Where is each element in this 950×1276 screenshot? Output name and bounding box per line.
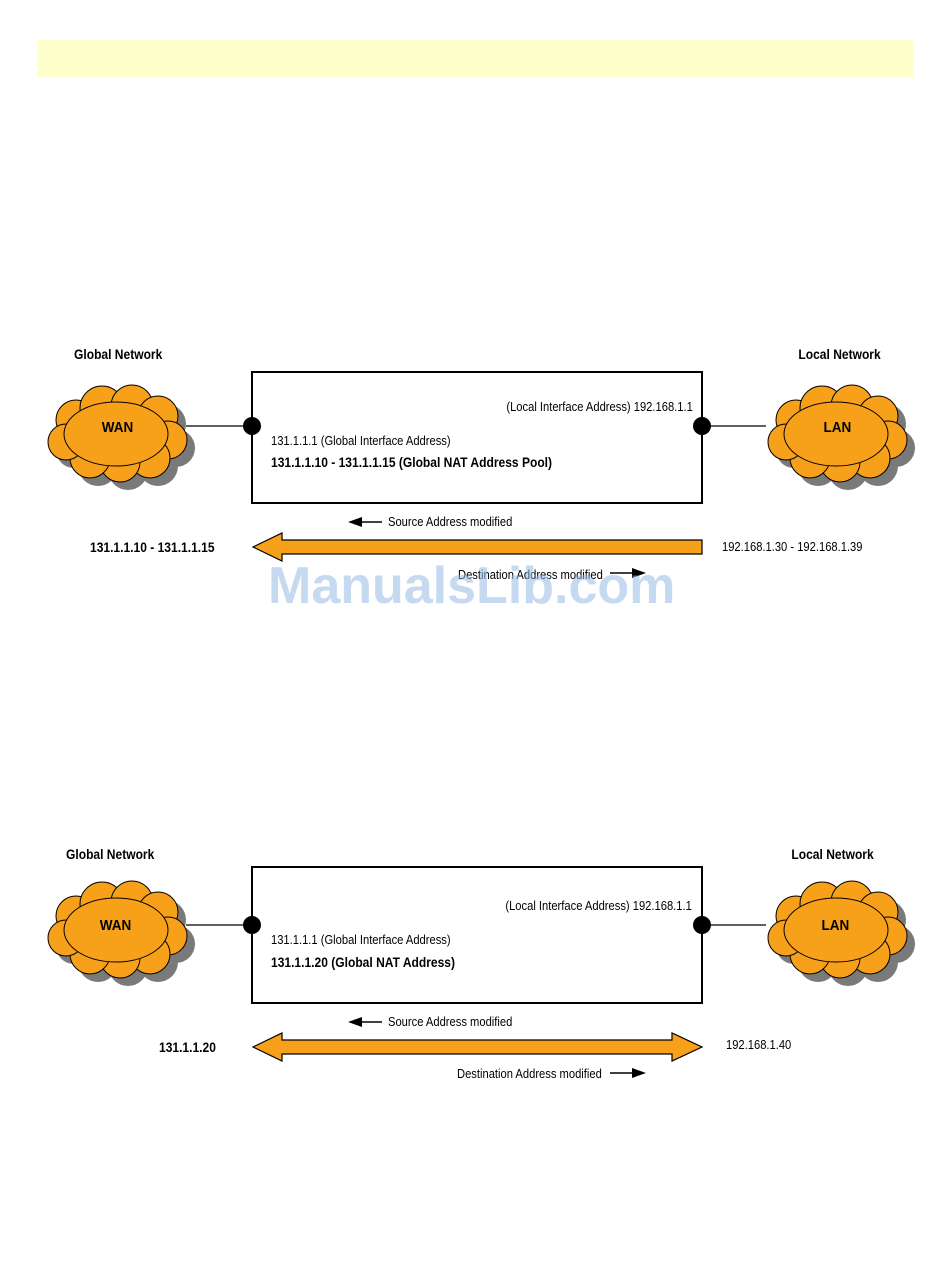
double-arrow-icon — [251, 1032, 704, 1062]
lan-cloud-icon — [767, 384, 915, 490]
wan-label: WAN — [101, 419, 134, 436]
local-interface-label: (Local Interface Address) 192.168.1.1 — [506, 399, 693, 414]
lan-label: LAN — [821, 917, 850, 934]
global-network-label: Global Network — [74, 346, 163, 362]
nat-single-diagram: WAN LAN Global Network Local Network (Lo… — [0, 840, 950, 1130]
nat-address-label: 131.1.1.10 - 131.1.1.15 (Global NAT Addr… — [271, 454, 553, 470]
right-address-label: 192.168.1.30 - 192.168.1.39 — [722, 539, 863, 554]
lan-label: LAN — [823, 419, 852, 436]
left-arrow-icon — [251, 532, 703, 562]
destination-arrow-icon — [610, 568, 646, 578]
global-network-label: Global Network — [66, 846, 155, 862]
local-interface-label: (Local Interface Address) 192.168.1.1 — [505, 898, 692, 913]
global-interface-dot — [243, 916, 261, 934]
local-interface-dot — [693, 417, 711, 435]
nat-address-label: 131.1.1.20 (Global NAT Address) — [271, 954, 456, 970]
nat-single-drawing — [47, 866, 915, 1078]
router-box — [251, 371, 703, 504]
nat-pool-drawing — [47, 371, 915, 578]
source-arrow-icon — [348, 517, 382, 527]
wan-cloud-icon — [47, 880, 195, 986]
source-arrow-icon — [348, 1017, 382, 1027]
watermark: ManualsLib.com — [268, 557, 676, 615]
global-interface-dot — [243, 417, 261, 435]
destination-arrow-icon — [610, 1068, 646, 1078]
local-network-label: Local Network — [798, 346, 881, 362]
wan-label: WAN — [99, 917, 132, 934]
lan-cloud-icon — [767, 880, 915, 986]
wan-cloud-icon — [47, 384, 195, 490]
destination-modified-label: Destination Address modified — [458, 567, 603, 582]
global-interface-label: 131.1.1.1 (Global Interface Address) — [271, 433, 451, 448]
source-modified-label: Source Address modified — [388, 1014, 513, 1029]
left-address-label: 131.1.1.10 - 131.1.1.15 — [90, 539, 215, 555]
local-network-label: Local Network — [791, 846, 874, 862]
local-interface-dot — [693, 916, 711, 934]
router-box — [251, 866, 703, 1004]
left-address-label: 131.1.1.20 — [159, 1039, 216, 1055]
header-banner — [37, 40, 913, 77]
global-interface-label: 131.1.1.1 (Global Interface Address) — [271, 932, 451, 947]
source-modified-label: Source Address modified — [388, 514, 513, 529]
nat-pool-diagram: WAN LAN Global Network Local Network (Lo… — [0, 340, 950, 630]
right-address-label: 192.168.1.40 — [726, 1037, 792, 1052]
destination-modified-label: Destination Address modified — [457, 1066, 602, 1081]
